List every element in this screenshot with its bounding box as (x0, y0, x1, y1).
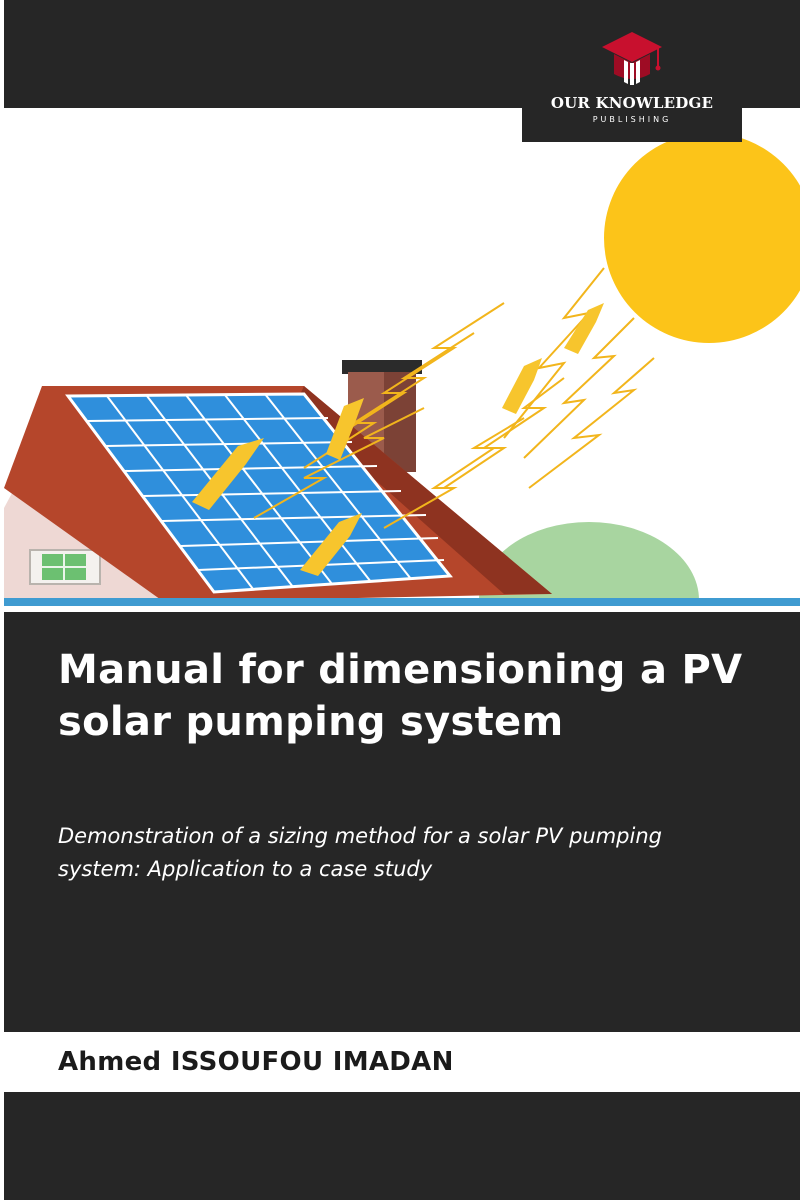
title-band: Manual for dimensioning a PV solar pumpi… (4, 612, 800, 1032)
author-strip: Ahmed ISSOUFOU IMADAN (4, 1032, 800, 1092)
publisher-name: OUR KNOWLEDGE (550, 94, 714, 112)
sun-ray-arrows (192, 303, 604, 576)
author-name: Ahmed ISSOUFOU IMADAN (58, 1047, 454, 1077)
ground (4, 598, 800, 606)
bottom-dark-band (4, 1092, 800, 1200)
graduation-cap-icon (602, 32, 662, 85)
book-subtitle: Demonstration of a sizing method for a s… (58, 824, 662, 881)
book-title: Manual for dimensioning a PV solar pumpi… (58, 647, 743, 745)
solar-panel (65, 392, 453, 594)
sun-rays (253, 267, 655, 529)
publisher-imprint: PUBLISHING (592, 115, 672, 124)
house-window (29, 549, 101, 585)
solar-house-illustration (4, 133, 800, 606)
sun (604, 133, 800, 343)
publisher-logo: OUR KNOWLEDGE PUBLISHING (522, 22, 742, 142)
cover-illustration (4, 108, 800, 606)
